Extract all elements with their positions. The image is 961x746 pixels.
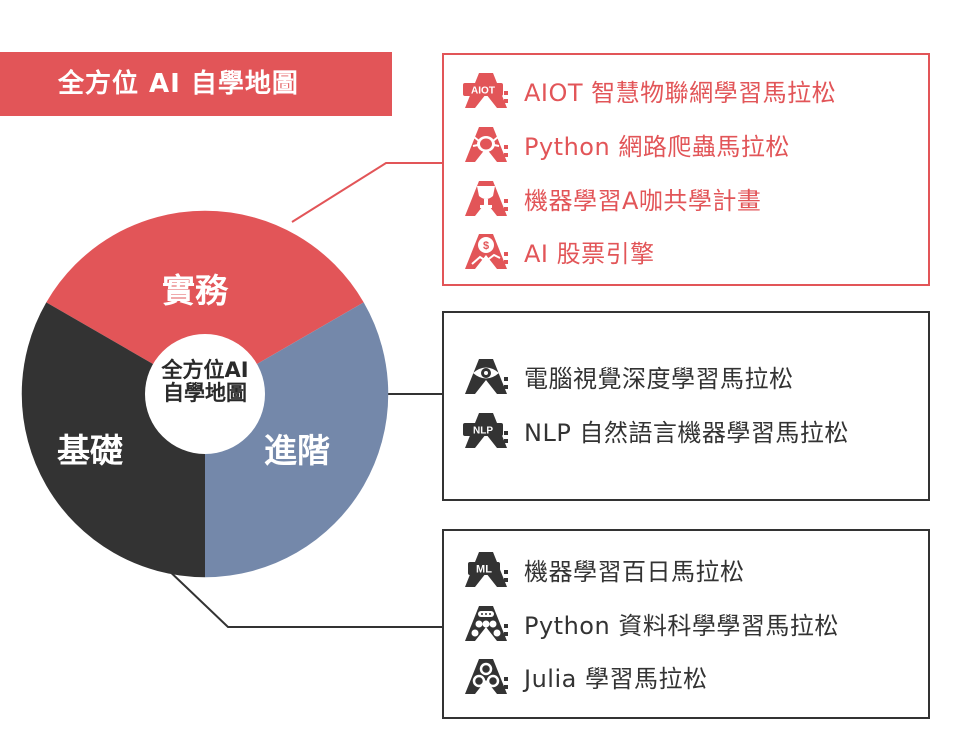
course-label: Python 網路爬蟲馬拉松 — [524, 132, 790, 161]
course-item[interactable]: Julia 學習馬拉松 — [462, 656, 707, 696]
course-label: Julia 學習馬拉松 — [524, 664, 708, 693]
course-item[interactable]: $ AI 股票引擎 — [462, 231, 655, 271]
course-label: 機器學習A咖共學計畫 — [524, 186, 762, 215]
ml-icon: ML — [465, 552, 508, 587]
wheel-center-line2: 自學地圖 — [163, 381, 247, 405]
course-label: 機器學習百日馬拉松 — [524, 557, 745, 586]
aiot-icon-text: AIOT — [471, 86, 495, 97]
basic-courses-panel: ML 機器學習百日馬拉松 Python 資料科學學習馬拉松 — [442, 529, 930, 719]
course-label: Python 資料科學學習馬拉松 — [524, 611, 839, 640]
python-data-icon — [465, 606, 508, 641]
course-label: AI 股票引擎 — [524, 239, 655, 268]
course-label: 電腦視覺深度學習馬拉松 — [524, 364, 794, 393]
segment-label-practice: 實務 — [162, 271, 228, 310]
wheel-center — [145, 334, 265, 454]
segment-label-basic: 基礎 — [57, 431, 123, 470]
course-label: AIOT 智慧物聯網學習馬拉松 — [524, 78, 837, 107]
trophy-icon — [465, 181, 508, 216]
course-item[interactable]: NLP NLP 自然語言機器學習馬拉松 — [462, 410, 849, 450]
course-item[interactable]: Python 資料科學學習馬拉松 — [462, 603, 839, 643]
wheel-center-label: 全方位AI 自學地圖 — [145, 359, 265, 405]
course-item[interactable]: AIOT AIOT 智慧物聯網學習馬拉松 — [462, 70, 836, 110]
wheel-segment-practice — [46, 210, 364, 394]
segment-label-advanced: 進階 — [264, 431, 330, 470]
bug-icon — [465, 127, 508, 162]
ml-icon-text: ML — [476, 564, 492, 576]
course-item[interactable]: ML 機器學習百日馬拉松 — [462, 549, 745, 589]
page-title: 全方位 AI 自學地圖 — [58, 69, 299, 99]
connector-practice — [291, 162, 442, 223]
course-item[interactable]: 機器學習A咖共學計畫 — [462, 178, 761, 218]
course-label: NLP 自然語言機器學習馬拉松 — [524, 418, 849, 447]
wheel-center-line1: 全方位AI — [161, 358, 249, 382]
connector-basic — [162, 564, 442, 628]
title-banner: 全方位 AI 自學地圖 — [0, 52, 392, 116]
coin-chart-icon: $ — [465, 234, 508, 269]
aiot-icon: AIOT — [463, 73, 508, 108]
svg-text:$: $ — [483, 240, 489, 252]
nlp-icon-text: NLP — [473, 426, 493, 437]
course-item[interactable]: 電腦視覺深度學習馬拉松 — [462, 356, 794, 396]
julia-icon — [465, 659, 508, 694]
advanced-courses-panel: 電腦視覺深度學習馬拉松 NLP NLP 自然語言機器學習馬拉松 — [442, 311, 930, 501]
course-item[interactable]: Python 網路爬蟲馬拉松 — [462, 124, 790, 164]
practice-courses-panel: AIOT AIOT 智慧物聯網學習馬拉松 Python 網路爬蟲馬拉松 — [442, 53, 930, 286]
nlp-icon: NLP — [463, 413, 508, 448]
eye-icon — [465, 359, 508, 394]
